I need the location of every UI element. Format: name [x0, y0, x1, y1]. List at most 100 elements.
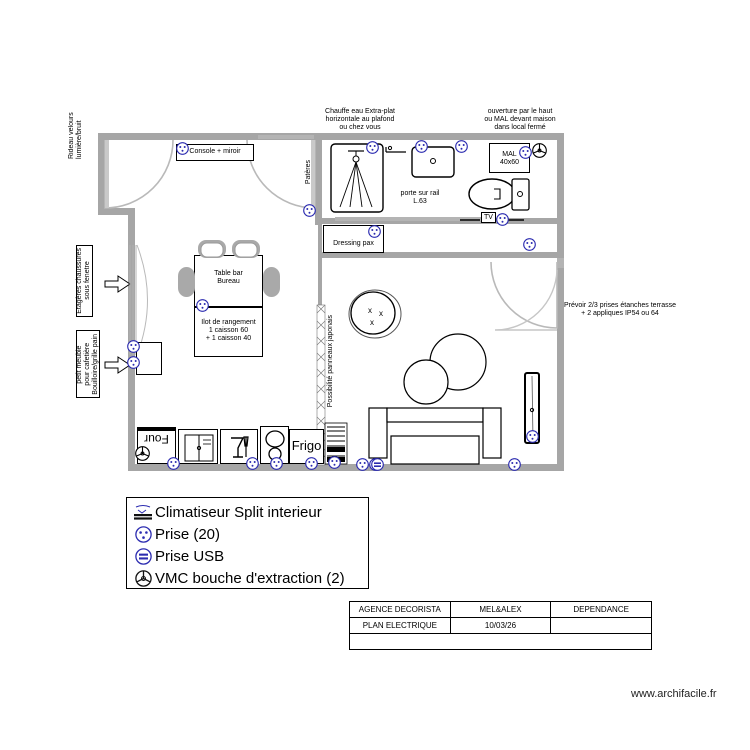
legend-row: VMC bouche d'extraction (2) — [131, 567, 364, 589]
arrow-icon-small-furniture — [104, 356, 131, 374]
legend-row: Prise (20) — [131, 523, 364, 545]
furniture-console-label: Console + miroir — [189, 148, 241, 156]
title-cell — [550, 617, 652, 634]
annotation-japanese-panels: Possibilité panneaux japonais — [327, 315, 334, 408]
shelf-books-icon — [324, 422, 348, 465]
outlet-icon[interactable] — [366, 141, 379, 154]
tall-cabinet-icon — [524, 372, 540, 444]
title-cell — [349, 633, 652, 650]
label-small-furniture: petit meuble pour cafetière Bouilloire/g… — [76, 330, 100, 398]
door-arc-terrace-2 — [494, 269, 558, 331]
tv-label: TV — [484, 214, 493, 221]
sliding-door-track — [335, 217, 395, 221]
title-block: AGENCE DECORISTA MEL&ALEX DEPENDANCE PLA… — [349, 601, 652, 650]
furniture-table-bar-label: Table bar Bureau — [214, 270, 243, 286]
kitchen-counter-line — [137, 427, 176, 430]
outlet-icon[interactable] — [176, 142, 189, 155]
wall-partition-vertical — [315, 133, 322, 225]
outlet-icon[interactable] — [270, 457, 283, 470]
arrow-icon-shoe-shelves — [104, 275, 131, 293]
legend-label: Climatiseur Split interieur — [155, 503, 322, 521]
legend-label: Prise USB — [155, 547, 225, 565]
outlet-icon[interactable] — [368, 225, 381, 238]
furniture-mal-label: MAL 40x60 — [499, 151, 520, 167]
legend-row: Prise USB — [131, 545, 364, 567]
label-shoe-shelves: Etagères chaussures sous fenetre — [76, 245, 93, 317]
terrace-door-frame — [557, 258, 564, 268]
legend-panel: Climatiseur Split interieur Prise (20) — [126, 497, 369, 589]
title-cell: 10/03/26 — [449, 617, 552, 634]
annotation-pateres: Patères — [305, 160, 312, 185]
outlet-icon[interactable] — [356, 458, 369, 471]
wall-hall-bottom — [322, 252, 564, 258]
title-block-table: AGENCE DECORISTA MEL&ALEX DEPENDANCE PLA… — [349, 601, 652, 650]
outlet-icon[interactable] — [196, 299, 209, 312]
annotation-water-heater: Chauffe eau Extra-plat horizontale au pl… — [325, 108, 395, 132]
outlet-icon[interactable] — [455, 140, 468, 153]
label-small-furniture-text: petit meuble pour cafetière Bouilloire/g… — [75, 333, 100, 395]
title-cell: PLAN ELECTRIQUE — [349, 617, 451, 634]
outlet-icon[interactable] — [305, 457, 318, 470]
towel-bar-icon — [385, 145, 406, 153]
annotation-sliding-door: porte sur rail L.63 — [400, 190, 440, 206]
window-top-opening — [258, 135, 314, 139]
window-left-icon — [129, 244, 148, 356]
usb-outlet-icon — [131, 546, 155, 566]
outlet-icon[interactable] — [519, 146, 532, 159]
stool-icon-right — [263, 267, 280, 297]
legend-label: VMC bouche d'extraction (2) — [155, 569, 345, 587]
label-shoe-shelves-text: Etagères chaussures sous fenetre — [76, 248, 92, 314]
outlet-icon[interactable] — [523, 238, 536, 251]
wall-left-jog — [98, 208, 135, 215]
wall-left-lower — [128, 208, 135, 471]
door-arc-entry-left — [104, 139, 174, 209]
sofa-icon — [368, 407, 502, 465]
title-cell: DEPENDANCE — [550, 601, 652, 618]
wall-right — [557, 133, 564, 471]
svg-text:x: x — [379, 309, 383, 318]
usb-outlet-icon[interactable] — [371, 458, 384, 471]
washbasin-icon — [411, 146, 455, 178]
table-row — [349, 633, 652, 650]
outlet-icon — [131, 524, 155, 544]
wall-bathroom-bottom — [318, 218, 564, 224]
outlet-icon[interactable] — [127, 340, 140, 353]
kitchen-sink-unit — [178, 429, 218, 464]
kitchen-fridge-unit: Frigo — [289, 429, 324, 464]
door-arc-terrace — [490, 261, 558, 329]
outlet-icon[interactable] — [303, 204, 316, 217]
sliding-door-track-2 — [395, 217, 485, 221]
split-ac-icon — [131, 502, 155, 522]
title-cell: AGENCE DECORISTA — [349, 601, 451, 618]
tv-box: TV — [481, 212, 496, 223]
furniture-island: Ilot de rangement 1 caisson 60 + 1 caiss… — [194, 307, 263, 357]
stool-icon-left — [178, 267, 195, 297]
shower-icon — [330, 143, 384, 213]
vmc-icon[interactable] — [532, 143, 547, 158]
wall-left-upper — [98, 133, 105, 215]
kitchen-fridge-label: Frigo — [291, 438, 322, 453]
annotation-opening: ouverture par le haut ou MAL devant mais… — [484, 108, 556, 132]
legend-row: Climatiseur Split interieur — [131, 501, 364, 523]
outlet-icon[interactable] — [127, 356, 140, 369]
svg-text:x: x — [370, 318, 374, 327]
svg-text:x: x — [368, 306, 372, 315]
wall-top — [98, 133, 564, 140]
furniture-console: Console + miroir — [176, 144, 254, 161]
round-table-icon: x x x — [348, 289, 402, 339]
furniture-dressing-label: Dressing pax — [333, 240, 374, 247]
outlet-icon[interactable] — [415, 140, 428, 153]
glassware-icon — [231, 436, 249, 458]
coffee-table-icons — [403, 333, 487, 405]
outlet-icon[interactable] — [526, 430, 539, 443]
outlet-icon[interactable] — [496, 213, 509, 226]
kitchen-dishwasher-unit — [220, 429, 258, 464]
outlet-icon[interactable] — [508, 458, 521, 471]
outlet-icon[interactable] — [328, 456, 341, 469]
toilet-icon — [468, 178, 530, 211]
stool-icon-group-top — [198, 240, 260, 258]
outlet-icon[interactable] — [246, 457, 259, 470]
outlet-icon[interactable] — [167, 457, 180, 470]
vmc-icon[interactable] — [135, 446, 150, 461]
